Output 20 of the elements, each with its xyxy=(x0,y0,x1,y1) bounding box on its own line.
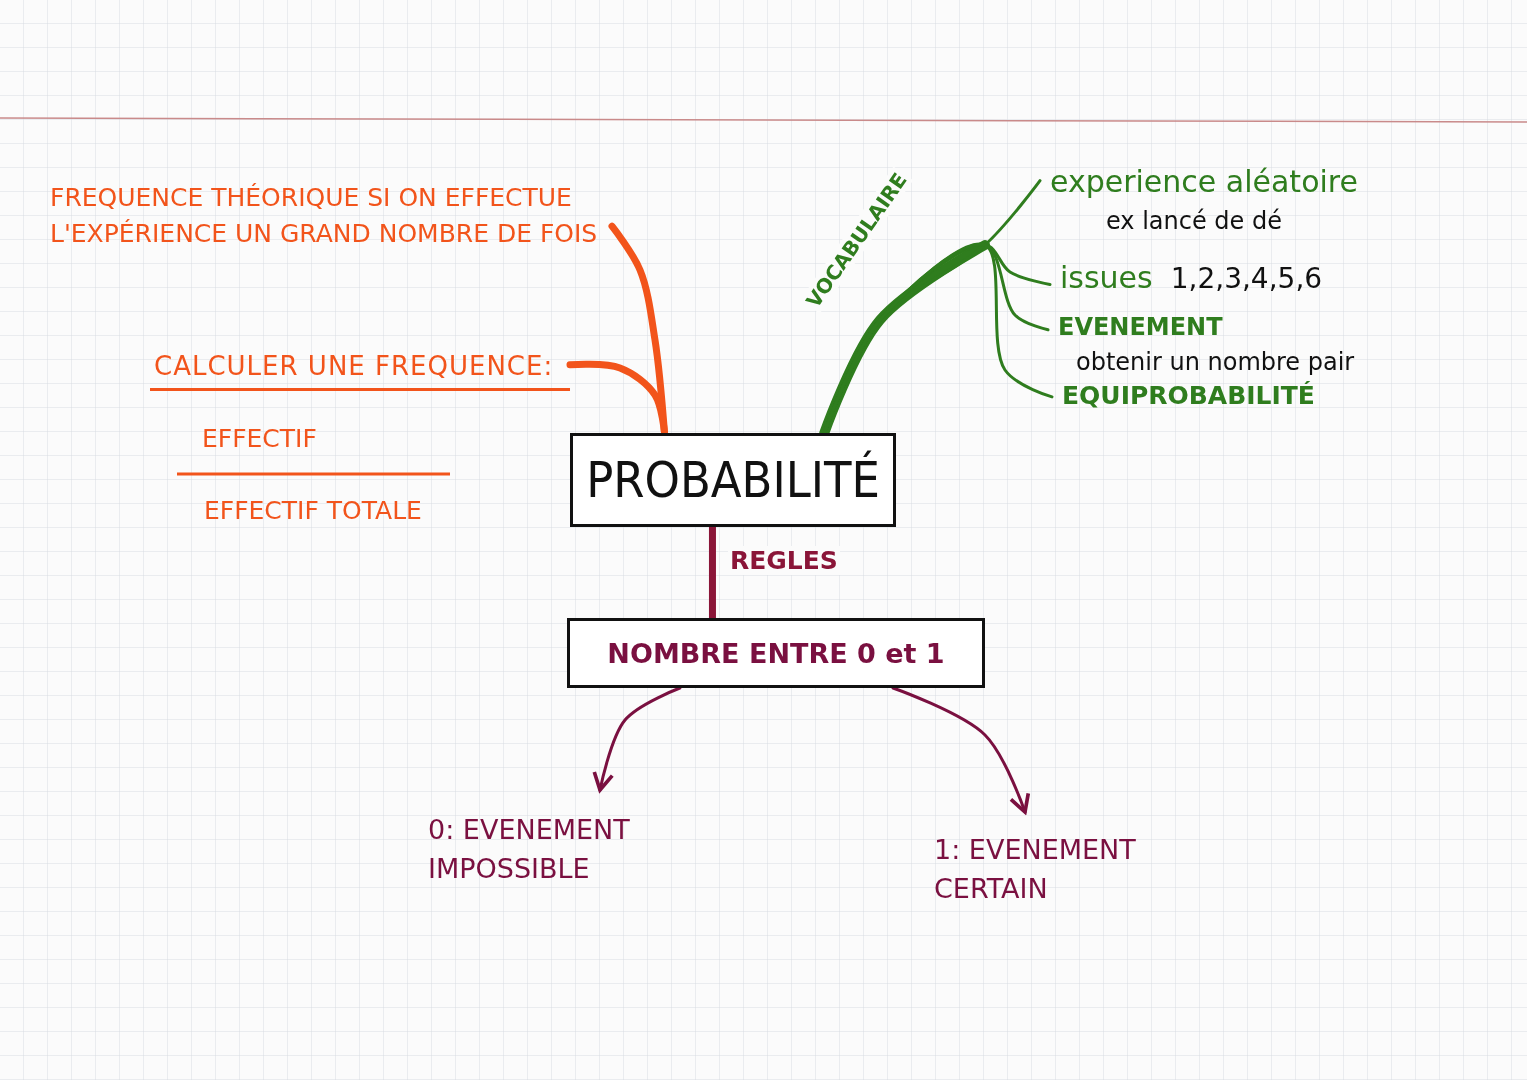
branch-detail: obtenir un nombre pair xyxy=(1076,346,1355,378)
concept-box xyxy=(570,433,896,527)
fraction-term: EFFECTIF TOTALE xyxy=(204,496,422,525)
edge-label: REGLES xyxy=(728,546,840,575)
branch-text: EQUIPROBABILITÉ xyxy=(1062,380,1316,412)
branch-text: FREQUENCE THÉORIQUE SI ON EFFECTUE L'EXPÉRIENCE UN GRAND NOMBRE DE FOIS xyxy=(50,182,599,251)
branch-text: CALCULER UNE FREQUENCE: xyxy=(150,348,570,391)
branch-text: experience aléatoire xyxy=(1050,163,1359,201)
branch-text: 1: EVENEMENT CERTAIN xyxy=(933,833,1137,907)
branch-text: EVENEMENT xyxy=(1058,312,1223,343)
branch-text: 0: EVENEMENT IMPOSSIBLE xyxy=(427,813,631,887)
arrow xyxy=(891,686,1030,814)
arrow xyxy=(592,686,682,792)
concept-box xyxy=(567,618,985,688)
fraction-term: EFFECTIF xyxy=(202,424,317,453)
branch-detail: ex lancé de dé xyxy=(1105,205,1283,237)
box-label: PROBABILITÉ xyxy=(586,451,880,509)
box-label: NOMBRE ENTRE 0 et 1 xyxy=(607,637,945,669)
branch-detail: 1,2,3,4,5,6 xyxy=(1170,261,1323,297)
branch-text: issues xyxy=(1060,259,1153,297)
